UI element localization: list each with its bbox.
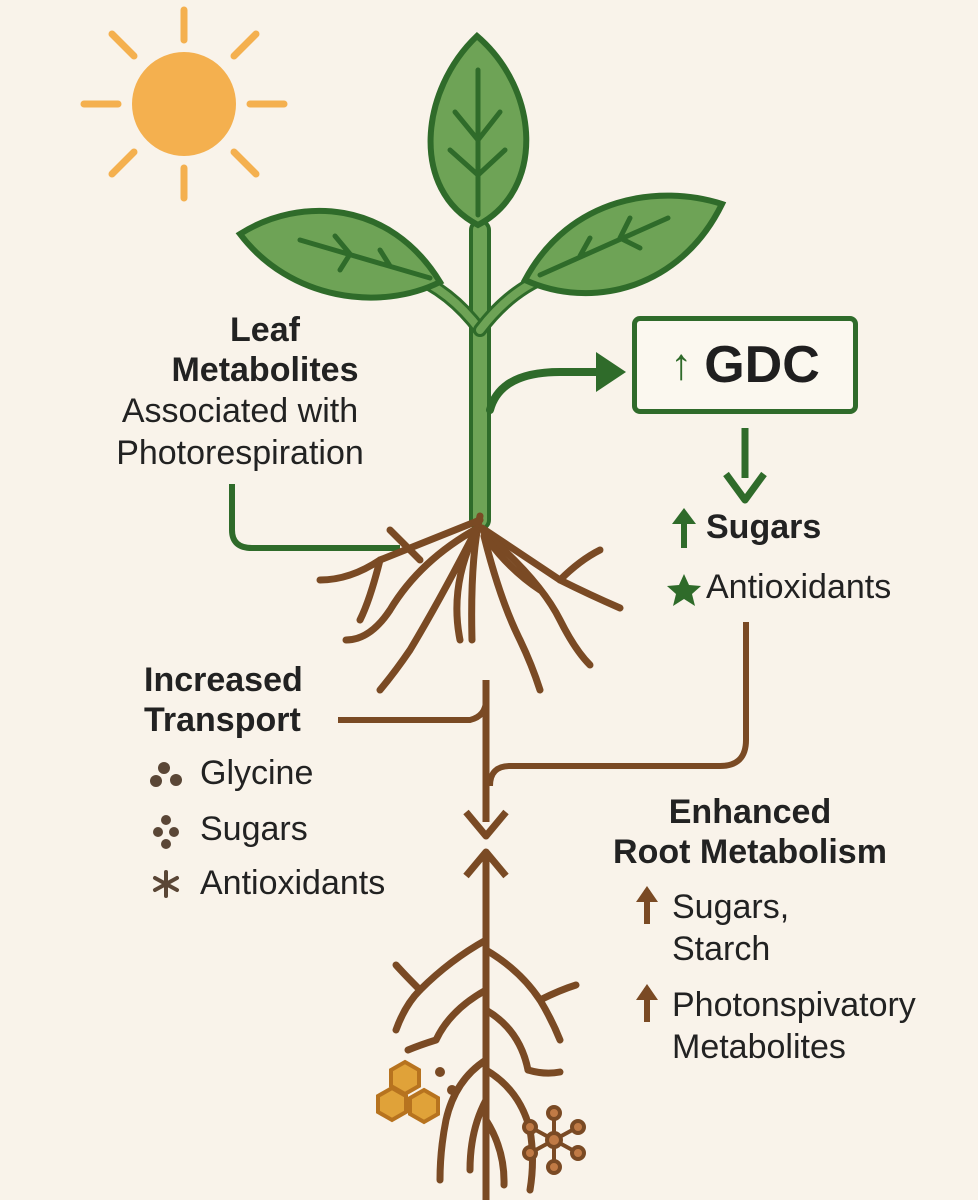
up-arrow-icon (636, 984, 658, 1022)
up-arrow-icon (672, 508, 696, 548)
scattered-dots-icon (153, 815, 179, 849)
hexagon-cluster-icon (376, 1059, 440, 1125)
gdc-up-arrow-icon: ↑ (670, 340, 693, 389)
transport-title: Increased Transport (144, 660, 303, 740)
stem-to-gdc-arrow (486, 352, 626, 414)
sun-icon (80, 6, 288, 202)
leaf-metabolites-title-line2: Metabolites (171, 351, 359, 389)
root-item-photo-line1: Photonspivatory (672, 986, 916, 1024)
leaf-metabolites-subtitle-line1: Associated with (121, 392, 359, 430)
up-arrow-icon (636, 886, 658, 924)
root-metabolism-item-photo: Photonspivatory Metabolites (672, 984, 916, 1068)
leaf-label-connector (229, 484, 400, 551)
gdc-down-arrow (723, 428, 767, 504)
leaf-metabolites-title: Leaf Metabolites (120, 310, 410, 390)
lower-roots (392, 856, 580, 1200)
root-metabolism-item-sugars: Sugars, Starch (672, 886, 789, 970)
cluster-dots-icon (150, 762, 182, 787)
transport-title-line2: Transport (144, 701, 301, 739)
root-item-sugars-line1: Sugars, (672, 888, 790, 926)
root-metabolism-title-line1: Enhanced (668, 793, 832, 831)
transport-down-arrow (463, 680, 509, 840)
molecule-icon (522, 1105, 586, 1175)
root-up-arrow (463, 848, 509, 879)
gdc-label: GDC (704, 336, 820, 394)
transport-connector (338, 680, 489, 723)
root-metabolism-title: Enhanced Root Metabolism (560, 792, 940, 872)
leaf-output-antioxidants: Antioxidants (706, 568, 892, 606)
right-leaf (520, 192, 727, 297)
leaf-metabolites-title-line1: Leaf (230, 311, 300, 349)
upper-roots (316, 512, 624, 694)
top-leaf (427, 31, 530, 229)
leaf-metabolites-subtitle-line2: Photorespiration (116, 434, 364, 472)
gdc-box: ↑ GDC (632, 316, 858, 414)
leaf-output-sugars: Sugars (706, 508, 822, 546)
transport-item-sugars: Sugars (200, 810, 308, 848)
star-icon (667, 574, 701, 606)
root-item-sugars-line2: Starch (672, 930, 771, 968)
left-leaf (235, 207, 445, 301)
transport-title-line1: Increased (144, 661, 303, 699)
transport-item-antioxidants: Antioxidants (200, 864, 386, 902)
asterisk-icon (153, 870, 179, 898)
root-item-photo-line2: Metabolites (672, 1028, 846, 1066)
root-metabolism-title-line2: Root Metabolism (613, 833, 887, 871)
transport-item-glycine: Glycine (200, 754, 314, 792)
right-return-connector (487, 622, 749, 787)
leaf-metabolites-subtitle: Associated with Photorespiration (80, 390, 400, 474)
